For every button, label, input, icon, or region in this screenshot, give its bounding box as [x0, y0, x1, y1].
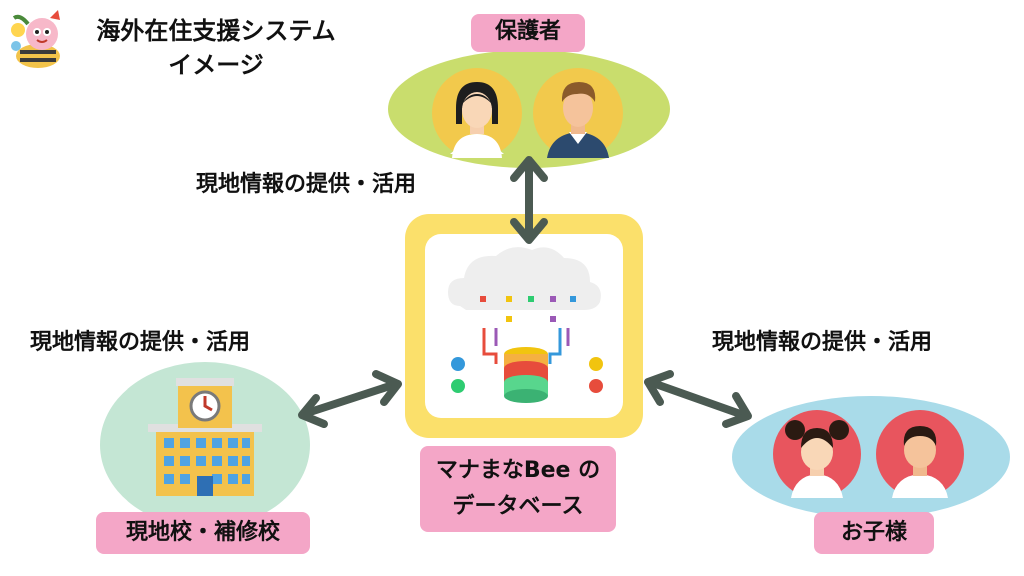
arrow-right — [644, 370, 752, 428]
man-avatar-icon — [533, 68, 623, 158]
guardians-blob — [388, 50, 670, 168]
mascot-logo — [11, 10, 60, 68]
arrow-top — [510, 156, 548, 244]
children-label: お子様 — [814, 512, 934, 554]
page-title-line2: イメージ — [168, 51, 264, 79]
girl-avatar-icon — [773, 410, 861, 498]
page-title-line1: 海外在住支援システム — [96, 17, 336, 45]
database-label: マナまなBee の データベース — [420, 446, 616, 532]
database-label-line1: マナまなBee の — [435, 458, 601, 483]
arrow-left — [298, 370, 402, 428]
boy-avatar-icon — [876, 410, 964, 498]
woman-avatar-icon — [432, 68, 522, 158]
guardians-label: 保護者 — [471, 14, 585, 52]
link-caption-top: 現地情報の提供・活用 — [196, 172, 417, 197]
school-building-icon — [148, 378, 262, 496]
page-title: 海外在住支援システム イメージ — [66, 14, 366, 82]
link-caption-right: 現地情報の提供・活用 — [712, 330, 933, 355]
school-label: 現地校・補修校 — [96, 512, 310, 554]
cloud-database-icon — [448, 247, 603, 403]
database-label-line2: データベース — [452, 494, 584, 519]
link-caption-left: 現地情報の提供・活用 — [30, 330, 251, 355]
